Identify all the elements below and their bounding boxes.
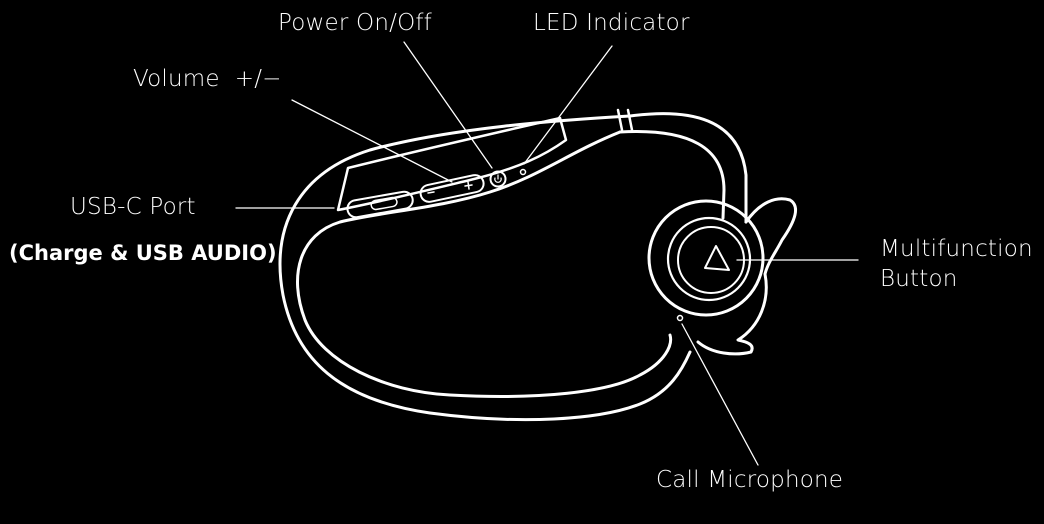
- multifunction-button-face: [677, 226, 745, 294]
- label-led: LED Indicator: [533, 10, 690, 36]
- volume-plus-v: [467, 181, 470, 190]
- multifunction-button-outer: [647, 199, 765, 317]
- label-multifunction-line1: Multifunction: [880, 236, 1033, 262]
- label-multifunction: Multifunction Button: [880, 234, 1033, 294]
- earhook-band-outer: [628, 112, 748, 224]
- leader-volume: [291, 99, 453, 183]
- label-usb-port: USB-C Port: [70, 194, 196, 220]
- band-ridge-1: [616, 108, 624, 132]
- power-symbol-icon: [494, 177, 502, 183]
- power-button: [489, 170, 507, 188]
- label-volume: Volume +/−: [133, 66, 282, 92]
- multifunction-button-ring: [666, 216, 752, 302]
- leader-power: [403, 41, 493, 169]
- usb-c-port-inner: [370, 196, 398, 211]
- volume-minus-mark: [427, 191, 435, 194]
- leader-call-mic: [681, 323, 759, 466]
- earhook-band-inner: [618, 130, 726, 220]
- label-call-mic: Call Microphone: [656, 467, 844, 493]
- button-panel: [336, 116, 568, 212]
- headset-inner-body: [296, 130, 673, 398]
- call-microphone-dot: [676, 314, 684, 322]
- headset-outer-body: [278, 114, 692, 422]
- play-triangle-icon: [704, 245, 730, 271]
- leader-led: [523, 45, 613, 165]
- label-power: Power On/Off: [278, 10, 432, 36]
- label-multifunction-line2: Button: [880, 266, 958, 292]
- volume-rocker: [419, 174, 485, 203]
- ear-tip: [696, 197, 798, 356]
- usb-c-port: [346, 190, 414, 219]
- led-dot: [519, 168, 527, 176]
- band-ridge-2: [626, 108, 634, 132]
- label-usb-sub: (Charge & USB AUDIO): [9, 241, 277, 265]
